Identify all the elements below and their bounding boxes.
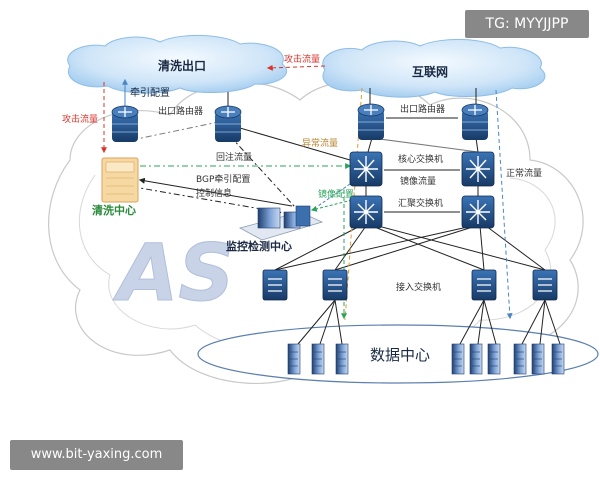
- watermark-url: www.bit-yaxing.com: [10, 440, 183, 470]
- monitoring-center-icon: [238, 205, 324, 241]
- bgp-config-label: BGP牵引配置: [196, 174, 250, 185]
- attack-flow-top: [266, 64, 326, 71]
- core-switch-icon: [349, 151, 383, 187]
- aggregation-switch-icon: [461, 195, 495, 229]
- core-switch-label: 核心交换机: [398, 153, 443, 165]
- reinjection-flow-label: 回注流量: [216, 151, 252, 163]
- mirror-config-label: 镜像配置: [318, 188, 354, 200]
- control-info-label: 控制信息: [196, 187, 232, 199]
- core-switch-icon: [461, 151, 495, 187]
- control-info-flow: [139, 187, 291, 215]
- attack-flow-left-label: 攻击流量: [62, 113, 98, 125]
- cloud-scrubbing-exit: 清洗出口: [67, 35, 288, 94]
- exit-router-icon: [357, 103, 385, 140]
- normal-flow-label: 正常流量: [506, 167, 542, 179]
- access-switch-icon: [471, 269, 497, 301]
- exit-router-icon: [111, 105, 139, 142]
- scrubbing-center-icon: [101, 157, 139, 203]
- bgp-config-flow: [138, 177, 293, 207]
- as-label: AS: [112, 229, 235, 319]
- mirror-flow-core: [317, 183, 351, 207]
- cloud-scrubbing-exit-label: 清洗出口: [158, 58, 206, 73]
- exit-router-icon: [461, 103, 489, 140]
- monitoring-center-label: 监控检测中心: [226, 239, 292, 253]
- cloud-internet-label: 互联网: [412, 65, 448, 79]
- aggregation-switch-label: 汇聚交换机: [398, 197, 443, 209]
- access-switch-icon: [322, 269, 348, 301]
- cloud-internet: 互联网: [322, 39, 546, 98]
- diversion-config-path: [229, 135, 306, 219]
- as-cloud-outline: [48, 80, 584, 384]
- mirror-config-flow: [310, 199, 353, 212]
- aggregation-switch-icon: [349, 195, 383, 229]
- access-switch-icon: [532, 269, 558, 301]
- watermark-tg: TG: MYYJJPP: [465, 10, 589, 38]
- exit-router-icon: [214, 105, 242, 142]
- exit-router-left-label: 出口路由器: [158, 105, 203, 117]
- attack-flow-top-label: 攻击流量: [284, 53, 320, 65]
- abnormal-flow-label: 异常流量: [302, 137, 338, 149]
- server-rack-group: [287, 343, 565, 375]
- diversion-config-label: 牵引配置: [130, 87, 170, 99]
- mirror-flow-label: 镜像流量: [400, 175, 436, 187]
- normal-flow: [495, 89, 513, 320]
- scrubbing-center-label: 清洗中心: [92, 203, 136, 217]
- access-switch-label: 接入交换机: [396, 281, 441, 293]
- access-switch-icon: [262, 269, 288, 301]
- exit-router-right-label: 出口路由器: [400, 103, 445, 115]
- data-center-label: 数据中心: [370, 346, 430, 364]
